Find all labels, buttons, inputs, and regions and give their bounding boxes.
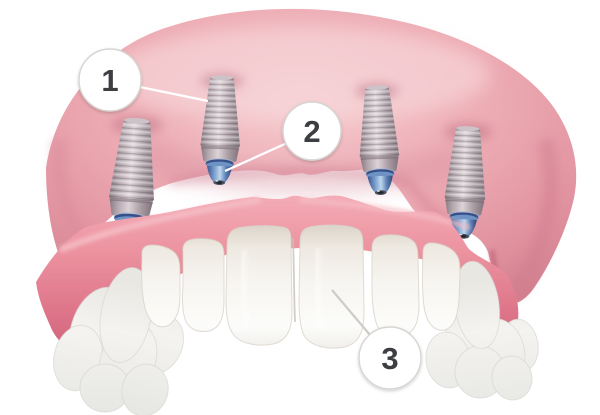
front-teeth: [141, 224, 461, 349]
tooth-lateral-incisor-left: [181, 238, 225, 332]
tooth-highlight: [314, 247, 325, 331]
interdental-shadow: [292, 237, 296, 323]
maxilla-right-lobe-shadow: [508, 137, 559, 297]
leader-line-3: [331, 289, 371, 336]
callout-3: 3: [358, 326, 422, 390]
callout-3-label: 3: [381, 341, 398, 376]
callout-2-circle: [282, 101, 342, 161]
tooth-highlight: [240, 249, 251, 331]
tooth-lateral-incisor-right: [371, 234, 420, 338]
tooth-central-incisor-right: [298, 224, 365, 349]
leader-line-2: [224, 141, 288, 173]
denture-gum-highlight: [299, 197, 471, 231]
leader-line-1: [139, 85, 209, 103]
tooth: [121, 363, 169, 415]
callout-1-circle: [78, 48, 142, 112]
denture-gum-highlight: [58, 197, 261, 253]
tooth: [491, 355, 533, 401]
tooth-canine-left: [141, 244, 181, 328]
callout-1-label: 1: [101, 63, 118, 98]
tooth-central-incisor-left: [225, 225, 293, 346]
callouts: 1 2 3: [78, 48, 422, 390]
callout-1: 1: [78, 48, 142, 112]
callout-2-label: 2: [303, 114, 320, 149]
denture-prosthesis: [36, 195, 539, 415]
callout-3-circle: [358, 326, 422, 390]
callout-2: 2: [282, 101, 342, 161]
maxilla-highlight: [110, 27, 490, 123]
maxilla-ridge-shadow: [133, 136, 467, 196]
tooth-canine-right: [421, 242, 461, 331]
